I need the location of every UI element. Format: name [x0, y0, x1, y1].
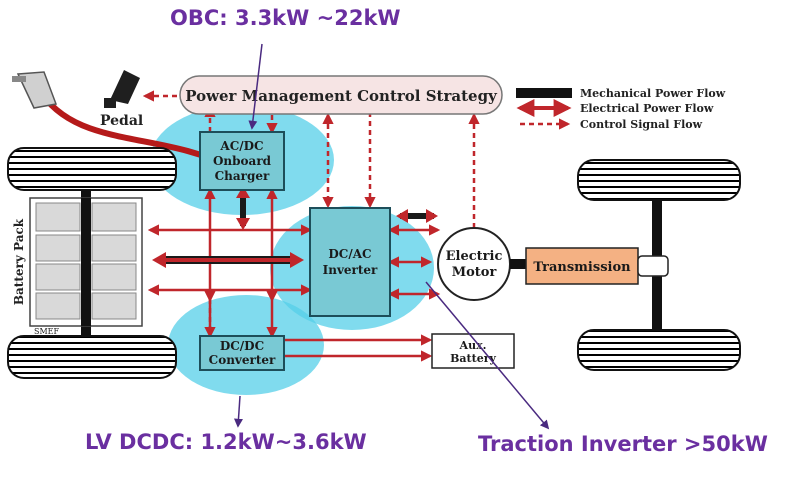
- aux-line-2: Battery: [450, 352, 496, 365]
- transmission-output: [637, 255, 669, 277]
- inverter-line-1: DC/AC: [328, 247, 371, 261]
- aux-battery-box: [431, 333, 515, 369]
- obc-pointer: [248, 43, 263, 130]
- smef-label: SMEF: [34, 327, 60, 336]
- dcdc-line-2: Converter: [209, 353, 276, 367]
- transmission-box: [525, 247, 639, 285]
- obc-callout: OBC: 3.3kW ~22kW: [170, 6, 401, 30]
- legend: Mechanical Power Flow Electrical Power F…: [516, 87, 726, 131]
- dcdc-line-1: DC/DC: [220, 339, 264, 353]
- inverter-line-2: Inverter: [323, 263, 378, 277]
- lv-pointer: [233, 395, 243, 428]
- aux-line-1: Aux.: [459, 339, 487, 352]
- motor-shaft: [510, 259, 526, 269]
- rear-left-wheel: [7, 335, 177, 379]
- onboard-charger-box: [199, 131, 285, 191]
- pedal-icon: [104, 70, 140, 108]
- motor-line-2: Motor: [452, 265, 497, 280]
- rear-right-wheel: [577, 329, 741, 371]
- dcdc-converter-box: [199, 335, 285, 371]
- battery-pack-label: Battery Pack: [12, 218, 26, 305]
- inverter-box: [309, 207, 391, 317]
- legend-electrical-label: Electrical Power Flow: [580, 102, 714, 115]
- legend-control-label: Control Signal Flow: [580, 118, 703, 131]
- front-right-wheel: [577, 159, 741, 201]
- charger-line-1: AC/DC: [219, 139, 263, 153]
- legend-mechanical-label: Mechanical Power Flow: [580, 87, 726, 100]
- lv-dcdc-callout: LV DCDC: 1.2kW~3.6kW: [85, 430, 367, 454]
- pedal-label: Pedal: [100, 113, 143, 129]
- charger-line-2: Onboard: [213, 154, 272, 168]
- legend-mechanical-swatch: [516, 88, 572, 98]
- motor-line-1: Electric: [446, 249, 503, 264]
- front-left-wheel: [7, 147, 177, 191]
- power-management-label: Power Management Control Strategy: [185, 87, 498, 105]
- traction-pointer: [425, 281, 550, 430]
- electric-motor-circle: [437, 227, 511, 301]
- battery-pack: [29, 197, 143, 327]
- charger-line-3: Charger: [215, 169, 270, 183]
- power-management-box: [179, 75, 503, 115]
- traction-inverter-callout: Traction Inverter >50kW: [478, 432, 768, 456]
- transmission-label: Transmission: [533, 260, 631, 275]
